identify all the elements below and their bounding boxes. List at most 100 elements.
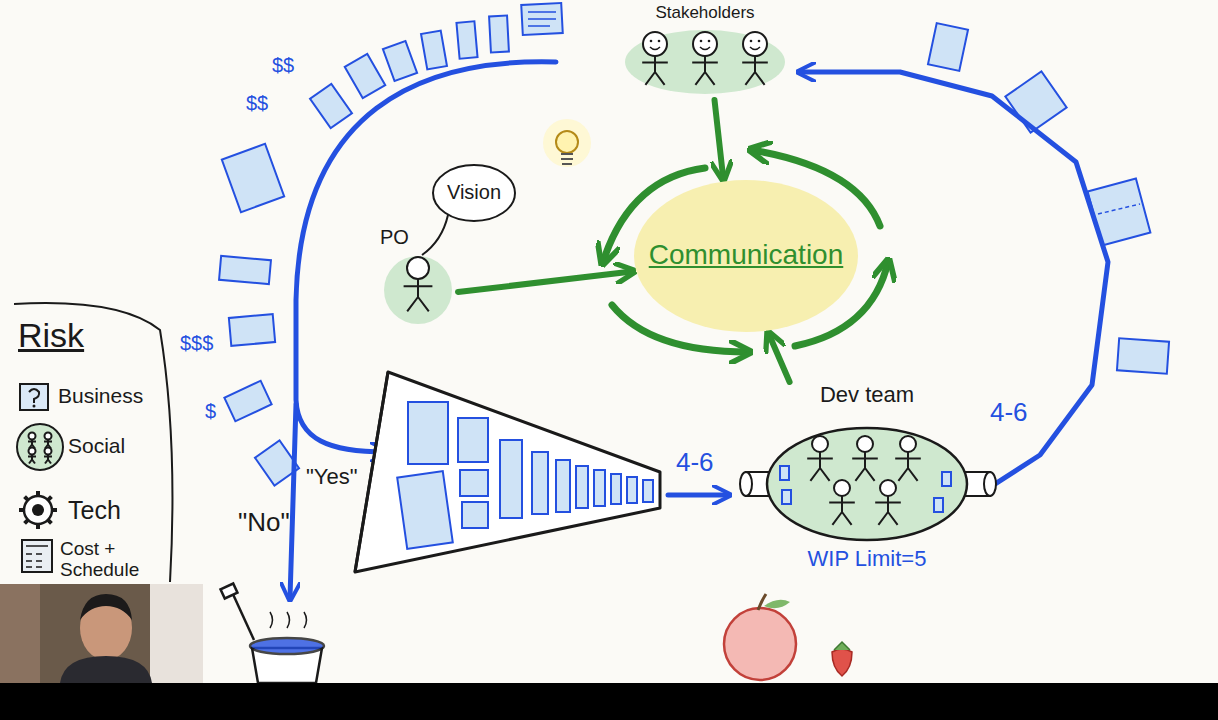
funnel: [408, 402, 448, 464]
node-text: Social: [68, 434, 125, 458]
risk-panel-outline: [26, 546, 48, 567]
stakeholder-group-outline: [650, 47, 660, 50]
annotation-label: "No": [238, 508, 290, 538]
backlog-card: [1005, 71, 1066, 132]
lightbulb: [543, 119, 591, 167]
node-text: Dev team: [820, 382, 914, 407]
backlog-card: [224, 381, 271, 421]
connector: [769, 334, 790, 382]
apple: [724, 594, 796, 680]
lightbulb: [543, 119, 591, 167]
stakeholder-group-outline: [750, 40, 753, 43]
dev-team-outline: [780, 466, 789, 480]
risk-panel-outline: [19, 491, 57, 529]
trash-can: [221, 584, 324, 683]
speech-bubble-outline: [433, 165, 515, 221]
risk-panel-outline: [29, 433, 36, 440]
node-text: Cost + Schedule: [60, 538, 152, 580]
backlog-card: [528, 12, 556, 26]
funnel: [397, 471, 453, 549]
stakeholder-group-outline: [742, 56, 768, 85]
funnel: [643, 480, 653, 502]
trash-can: [221, 584, 238, 599]
backlog-card: [1098, 204, 1140, 214]
flow-arc: [290, 62, 728, 598]
node-text: Business: [58, 384, 143, 408]
backlog-card: [1117, 338, 1169, 373]
risk-panel-outline: [22, 540, 52, 572]
dev-team-outline: [834, 480, 850, 496]
funnel: [576, 466, 588, 508]
stakeholder-group-outline: [693, 32, 717, 56]
product-owner-outline: [404, 279, 433, 311]
trash-can: [270, 612, 307, 628]
product-owner: PO: [378, 226, 458, 336]
video-bar: [0, 683, 1218, 720]
funnel: [355, 372, 388, 572]
node-text: Vision: [447, 181, 501, 204]
stakeholder-group-outline: [643, 32, 667, 56]
annotation-label: $$$: [180, 332, 213, 355]
funnel: [532, 452, 548, 514]
funnel: [355, 372, 660, 572]
strawberry: [832, 649, 852, 676]
webcam-overlay: [80, 594, 132, 620]
stakeholder-group-outline: [708, 40, 711, 43]
backlog-card: [521, 3, 563, 35]
node-text: Stakeholders: [655, 3, 754, 23]
risk-panel-outline: [29, 448, 36, 455]
funnel: [355, 372, 660, 572]
dev-team-outline: [875, 496, 901, 525]
stakeholder-group-outline: [642, 56, 668, 85]
funnel: [397, 402, 653, 549]
backlog-card: [456, 21, 477, 58]
dev-team-outline: [942, 472, 951, 486]
node-text: PO: [380, 226, 409, 249]
stakeholder-group-outline: [743, 32, 767, 56]
dev-team-outline: [934, 498, 943, 512]
backlog-card: [229, 314, 275, 346]
node-text: WIP Limit=5: [808, 546, 927, 571]
apple: [758, 594, 766, 610]
webcam-overlay: [0, 584, 203, 683]
stakeholder-group-outline: [650, 40, 653, 43]
funnel: [611, 474, 621, 504]
risk-panel: RiskBusinessSocialTechCost + Schedule: [10, 300, 175, 582]
risk-panel-outline: [45, 433, 52, 440]
risk-panel-outline: [28, 455, 36, 464]
dev-team-outline: [984, 472, 996, 496]
product-owner-outline: [407, 257, 429, 279]
risk-panel-outline: [33, 405, 36, 408]
apple: [764, 600, 790, 609]
backlog-card: [222, 144, 284, 212]
strawberry: [832, 642, 852, 676]
communication-ellipse-outline: [634, 180, 858, 332]
dev-team-outline: [829, 496, 855, 525]
dev-team-outline: [812, 436, 828, 452]
webcam-overlay: [0, 584, 40, 683]
backlog-card: [219, 256, 271, 284]
stakeholder-group-outline: [700, 40, 703, 43]
stakeholder-group-outline: [758, 40, 761, 43]
webcam-overlay: [60, 656, 152, 683]
dev-team-outline: [780, 466, 951, 512]
product-owner-outline: [384, 256, 452, 324]
annotation-label: $$: [272, 54, 294, 77]
funnel: [460, 470, 488, 496]
dev-team-outline: [880, 480, 896, 496]
stakeholder-group-outline: [692, 56, 718, 85]
annotation-label: $$: [246, 92, 268, 115]
backlog-card: [489, 16, 509, 53]
webcam-overlay: [150, 584, 203, 683]
connector: [715, 100, 724, 178]
communication-ellipse: Communication: [632, 178, 860, 334]
backlog-card: [310, 84, 352, 128]
backlog-card: [383, 41, 417, 81]
dev-team-outline: [782, 490, 791, 504]
annotation-label: "Yes": [306, 464, 358, 489]
lightbulb: [561, 154, 573, 164]
node-text: Risk: [18, 316, 84, 355]
risk-panel-outline: [32, 504, 44, 516]
